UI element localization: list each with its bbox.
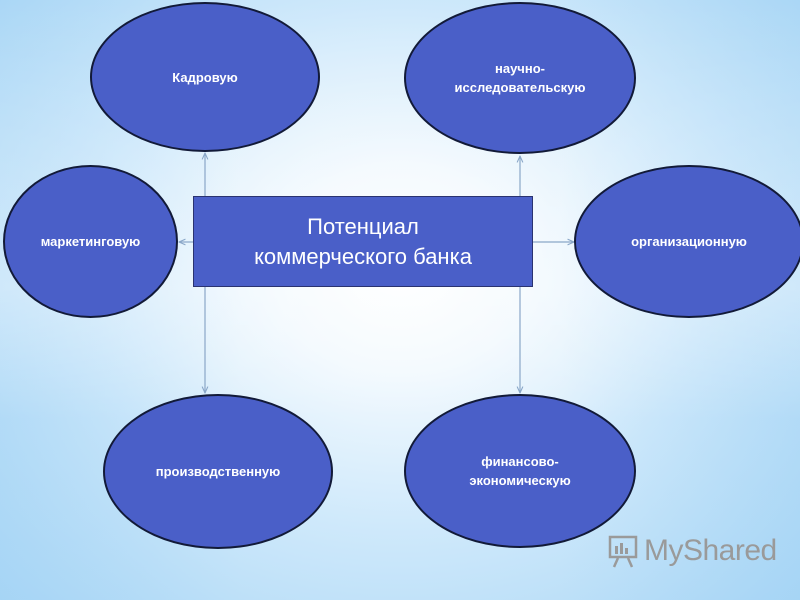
node-kadr-label: Кадровую — [172, 69, 238, 85]
node-mark-label: маркетинговую — [40, 234, 141, 249]
watermark: MyShared — [608, 534, 777, 568]
center-label: Потенциал коммерческого банка — [254, 213, 472, 269]
center-box: Потенциал коммерческого банка — [193, 196, 533, 287]
node-fin: финансово- экономическую — [404, 394, 636, 548]
presentation-board-icon — [608, 535, 638, 568]
node-fin-label: финансово- экономическую — [469, 454, 571, 488]
node-org-label: организационную — [631, 234, 747, 249]
node-proiz: производственную — [103, 394, 333, 549]
node-nauch-label: научно- исследовательскую — [454, 61, 586, 95]
node-proiz-label: производственную — [155, 464, 281, 479]
node-nauch: научно- исследовательскую — [404, 2, 636, 154]
node-org: организационную — [574, 165, 800, 318]
node-mark: маркетинговую — [3, 165, 178, 318]
watermark-text: MyShared — [644, 534, 777, 567]
node-kadr: Кадровую — [90, 2, 320, 152]
